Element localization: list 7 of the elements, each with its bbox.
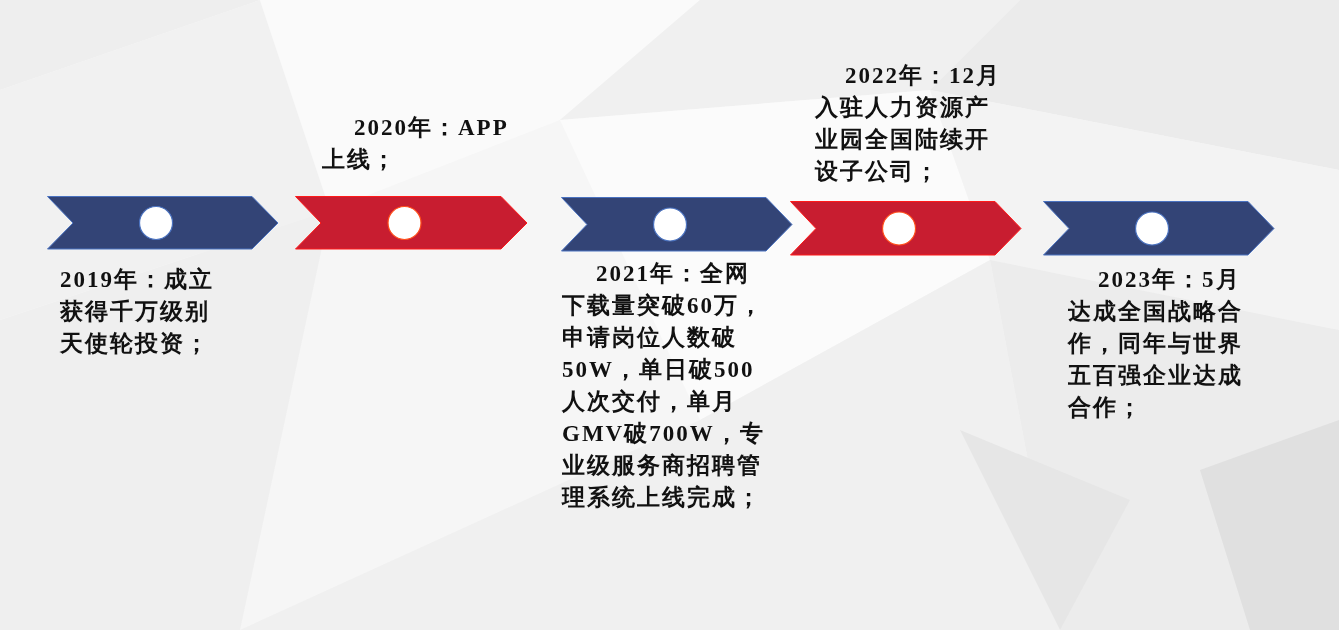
milestone-text: 2019年：成立获得千万级别天使轮投资； bbox=[60, 266, 215, 358]
timeline-stage bbox=[561, 197, 793, 252]
milestone-text: 2020年：APP上线； bbox=[322, 114, 510, 174]
milestone-text: 2021年：全网下载量突破60万，申请岗位人数破50W，单日破500人次交付，单月GMV破700W，专业级服务商招聘管理系统上线完成； bbox=[562, 260, 766, 512]
timeline-stage bbox=[295, 196, 528, 250]
milestone-text: 2022年：12月入驻人力资源产业园全国陆续开设子公司； bbox=[815, 62, 1002, 186]
milestone-text: 2023年：5月达成全国战略合作，同年与世界五百强企业达成合作； bbox=[1068, 266, 1244, 422]
